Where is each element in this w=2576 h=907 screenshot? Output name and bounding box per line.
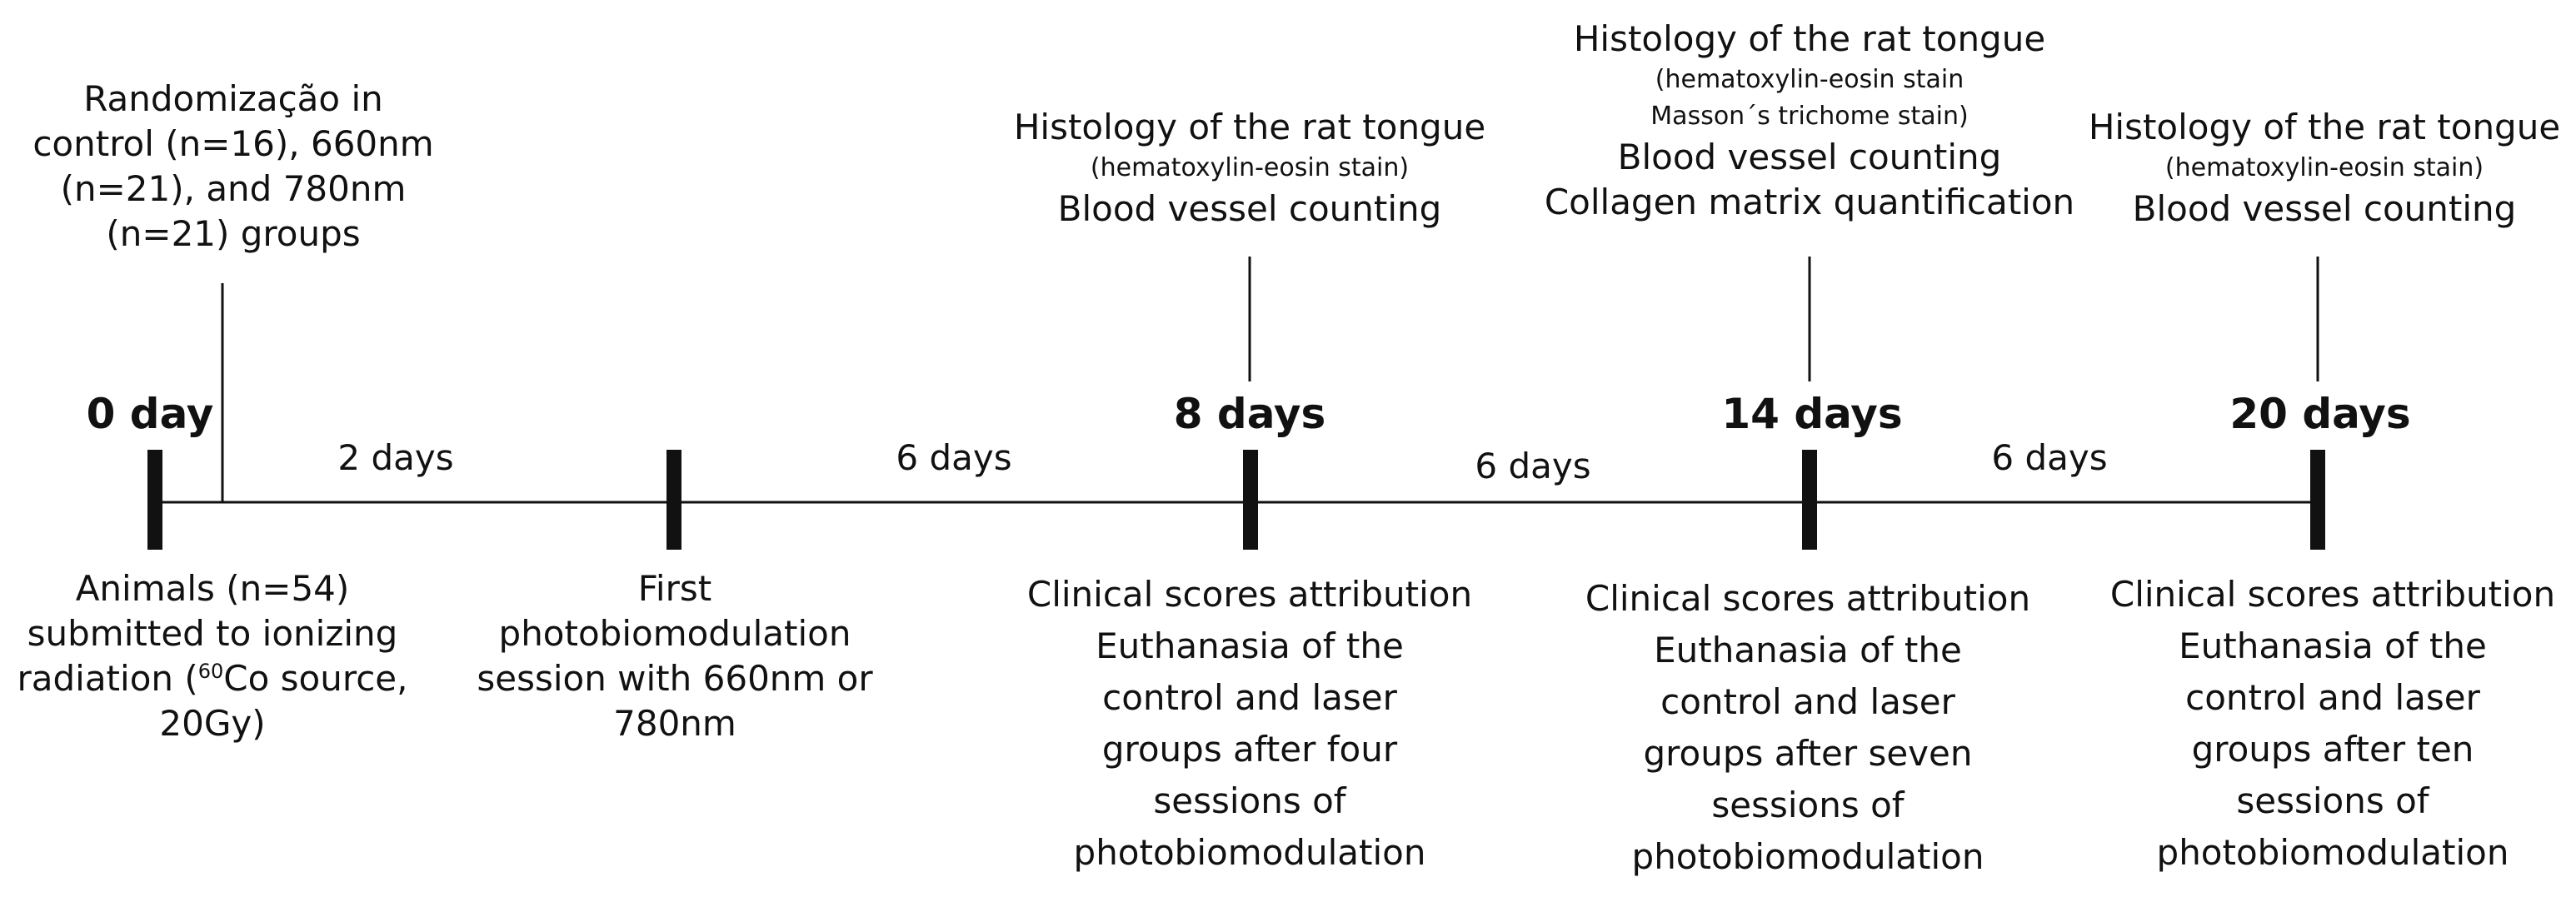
outcome-14-line-4: groups after seven [1643,733,1973,774]
tick-day-20 [2310,450,2325,550]
histology-20-text: Histology of the rat tongue (hematoxylin… [2074,105,2574,232]
randomization-line-3: (n=21), and 780nm [60,168,407,209]
day-label-0: 0 day [86,390,214,438]
outcome-8-text: Clinical scores attribution Euthanasia o… [1025,569,1475,879]
tick-day-8 [1243,450,1258,550]
outcome-20-text: Clinical scores attribution Euthanasia o… [2108,569,2558,879]
day-label-20: 20 days [2229,390,2411,438]
randomization-line-2: control (n=16), 660nm [32,123,434,164]
first-session-text: First photobiomodulation session with 66… [467,566,883,746]
histology-20-title: Histology of the rat tongue [2088,107,2561,147]
outcome-14-line-2: Euthanasia of the [1654,630,1962,670]
cobalt-isotope-superscript: 60 [197,660,224,683]
histology-14-title: Histology of the rat tongue [1573,18,2046,59]
outcome-20-line-3: control and laser [2185,677,2480,718]
histology-14-stain-1: (hematoxylin-eosin stain [1655,65,1964,94]
randomization-text: Randomização in control (n=16), 660nm (n… [25,77,442,257]
outcome-8-line-2: Euthanasia of the [1096,625,1404,666]
histology-14-stain-2: Masson´s trichome stain) [1650,102,1969,131]
outcome-8-line-1: Clinical scores attribution [1026,574,1473,615]
outcome-20-line-6: photobiomodulation [2156,832,2509,873]
randomization-line-4: (n=21) groups [106,213,361,254]
day-label-8: 8 days [1173,390,1326,438]
interval-label-1: 2 days [337,437,454,478]
outcome-8-line-5: sessions of [1153,780,1346,821]
animals-line-4: 20Gy) [159,703,266,744]
histology-20-stain: (hematoxylin-eosin stain) [2164,153,2484,182]
randomization-line-1: Randomização in [83,78,383,119]
outcome-14-line-5: sessions of [1711,785,1905,825]
interval-label-2: 6 days [896,437,1012,478]
first-session-line-4: 780nm [613,703,736,744]
interval-label-3: 6 days [1475,446,1591,486]
outcome-20-line-2: Euthanasia of the [2179,625,2487,666]
outcome-20-line-4: groups after ten [2191,729,2474,770]
histology-20-analysis: Blood vessel counting [2132,188,2517,229]
outcome-14-line-6: photobiomodulation [1631,836,1984,877]
histology-8-text: Histology of the rat tongue (hematoxylin… [1000,105,1500,232]
histology-14-text: Histology of the rat tongue (hematoxylin… [1518,17,2101,225]
animals-line-2: submitted to ionizing [27,613,398,654]
histology-8-title: Histology of the rat tongue [1013,107,1486,147]
tick-first-session [666,450,681,550]
animals-line-3-post: Co source, [223,658,408,699]
outcome-20-line-5: sessions of [2236,780,2429,821]
day-label-14: 14 days [1721,390,1903,438]
animals-line-3-pre: radiation ( [17,658,198,699]
outcome-8-line-4: groups after four [1101,729,1398,770]
outcome-14-line-1: Clinical scores attribution [1585,578,2031,619]
animals-line-3: radiation (60Co source, [0,656,425,701]
outcome-20-line-1: Clinical scores attribution [2109,574,2556,615]
histology-14-analysis-2: Collagen matrix quantification [1544,182,2075,222]
histology-8-stain: (hematoxylin-eosin stain) [1090,153,1410,182]
histology-14-analysis-1: Blood vessel counting [1617,137,2002,177]
outcome-14-text: Clinical scores attribution Euthanasia o… [1583,573,2033,883]
first-session-line-3: session with 660nm or [477,658,873,699]
first-session-line-1: First [637,568,712,609]
tick-day-0 [147,450,162,550]
histology-8-analysis: Blood vessel counting [1057,188,1442,229]
outcome-8-line-3: control and laser [1102,677,1397,718]
interval-label-4: 6 days [1991,437,2108,478]
outcome-8-line-6: photobiomodulation [1073,832,1426,873]
animals-text: Animals (n=54) submitted to ionizing rad… [0,566,425,746]
animals-line-1: Animals (n=54) [75,568,350,609]
tick-day-14 [1802,450,1817,550]
outcome-14-line-3: control and laser [1660,681,1955,722]
first-session-line-2: photobiomodulation [498,613,851,654]
